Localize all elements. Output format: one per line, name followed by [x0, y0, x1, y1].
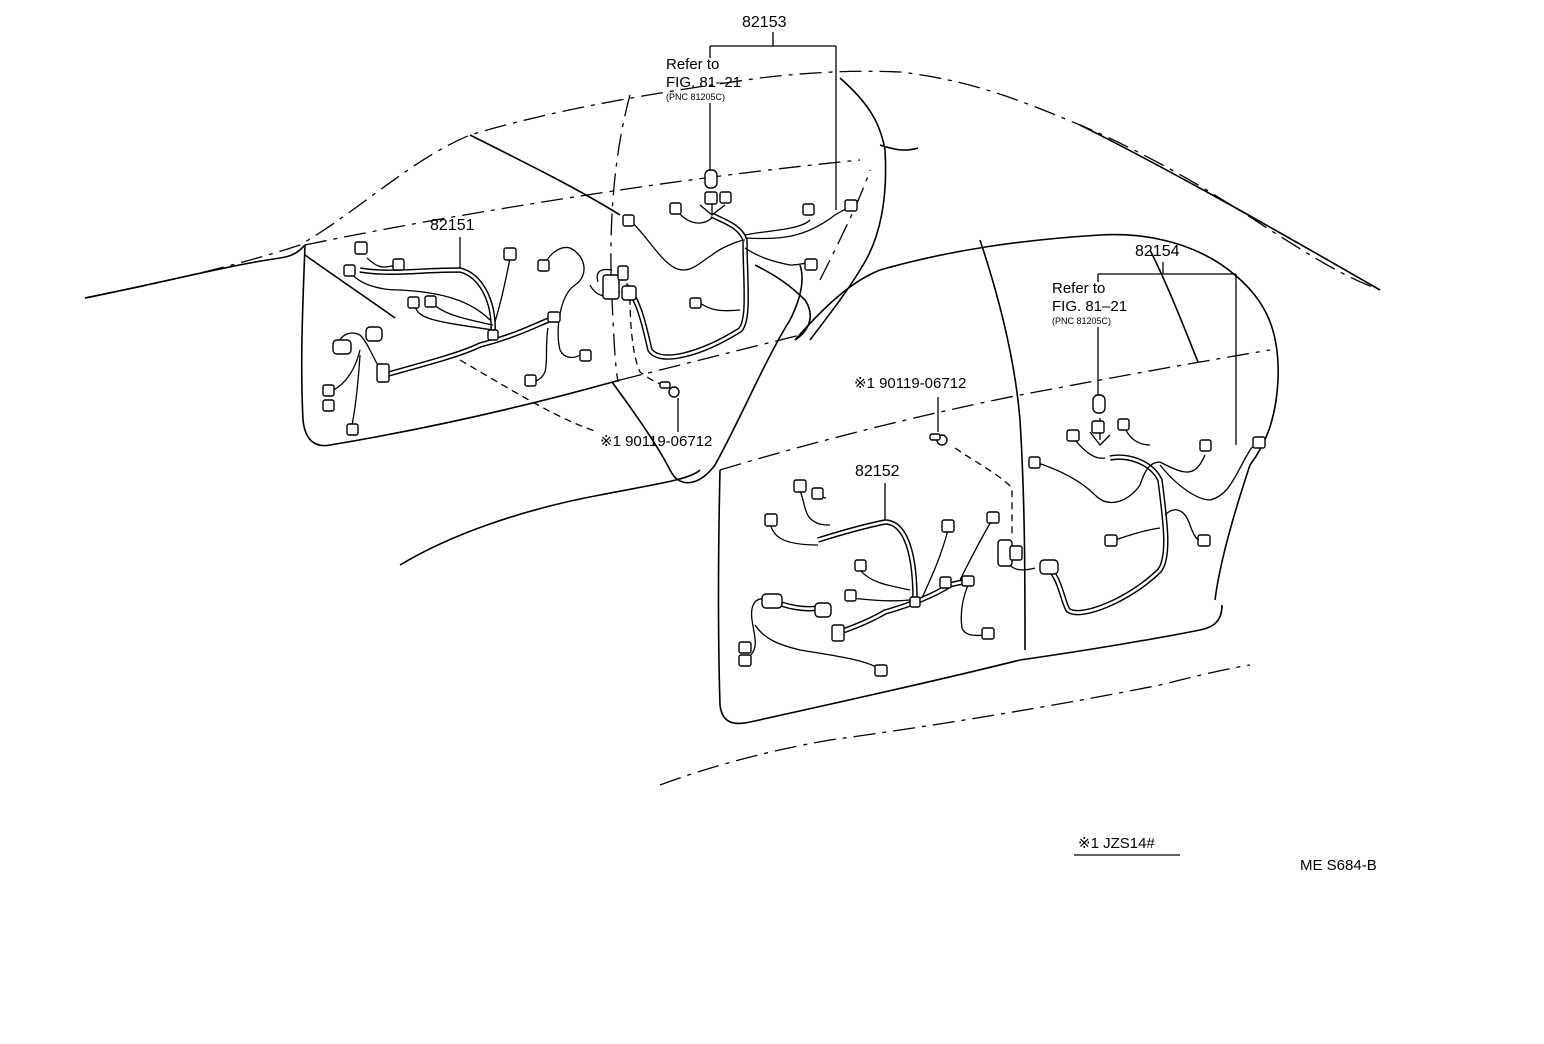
- refer-note-upper-line1: Refer to: [666, 56, 719, 73]
- connector: [804, 258, 818, 271]
- connector: [392, 258, 405, 271]
- connector: [503, 247, 517, 261]
- connector: [689, 297, 702, 309]
- connector: [1009, 545, 1023, 561]
- part-number-82151: 82151: [430, 217, 475, 234]
- connector: [322, 384, 335, 397]
- part-82153-callout: 82153 Refer to FIG. 81–21 (PNC 81205C): [666, 14, 837, 210]
- connector: [981, 627, 995, 640]
- connector: [346, 423, 359, 436]
- connector: [617, 265, 629, 281]
- connector: [764, 513, 778, 527]
- harness-82151: 82151: [322, 217, 592, 436]
- connector: [844, 589, 857, 602]
- connector: [1117, 418, 1130, 431]
- part-82154-callout: 82154 Refer to FIG. 81–21 (PNC 81205C): [1052, 243, 1237, 445]
- connector: [407, 296, 420, 309]
- connector: [854, 559, 867, 572]
- connector: [524, 374, 537, 387]
- connector: [547, 311, 561, 323]
- connector: [365, 326, 383, 342]
- connector: [844, 199, 858, 212]
- connector: [831, 624, 845, 642]
- rear-fastener-callout: ※1 90119-06712: [854, 375, 966, 392]
- connector: [1092, 394, 1106, 414]
- figure-code: ME S684-B: [1300, 857, 1377, 874]
- connector: [793, 479, 807, 493]
- harness-82152: 82152: [738, 397, 1013, 677]
- connector: [874, 664, 888, 677]
- front-fastener-callout: ※1 90119-06712: [459, 359, 712, 450]
- connector: [1104, 534, 1118, 547]
- connector: [738, 654, 752, 667]
- connector: [909, 596, 921, 608]
- front-door-outline: [84, 70, 1381, 566]
- screw-icon: [668, 386, 680, 398]
- connector: [986, 511, 1000, 524]
- harness-82153: [589, 169, 858, 432]
- harness-82154: [997, 394, 1266, 616]
- refer-note-lower-line3: (PNC 81205C): [1052, 316, 1111, 326]
- connector: [602, 274, 620, 300]
- connector: [1091, 420, 1105, 434]
- rear-screw-part-number: ※1 90119-06712: [854, 375, 966, 392]
- front-screw-part-number: ※1 90119-06712: [600, 433, 712, 450]
- connector: [354, 241, 368, 255]
- connector: [814, 602, 832, 618]
- connector: [811, 487, 824, 500]
- refer-note-upper-line3: (PNC 81205C): [666, 92, 725, 102]
- connector: [1039, 559, 1059, 575]
- connector: [669, 202, 682, 215]
- connector: [1199, 439, 1212, 452]
- connector: [621, 285, 637, 301]
- screw-icon: [929, 433, 941, 441]
- connector: [961, 575, 975, 587]
- connector: [343, 264, 356, 277]
- screw-icon: [659, 381, 671, 389]
- connector: [1197, 534, 1211, 547]
- refer-note-upper-line2: FIG. 81–21: [666, 74, 741, 91]
- connector: [487, 329, 499, 341]
- connector: [376, 363, 390, 383]
- part-number-82153: 82153: [742, 14, 787, 31]
- part-number-82154: 82154: [1135, 243, 1180, 260]
- connector: [704, 191, 718, 205]
- connector: [761, 593, 783, 609]
- rear-door-outline: [659, 233, 1279, 786]
- connector: [579, 349, 592, 362]
- connector: [322, 399, 335, 412]
- connector: [941, 519, 955, 533]
- connector: [939, 576, 952, 589]
- connector: [738, 641, 752, 654]
- connector: [802, 203, 815, 216]
- connector: [332, 339, 352, 355]
- connector: [622, 214, 635, 227]
- applicability-footnote: ※1 JZS14#: [1078, 835, 1155, 852]
- footnote-block: ※1 JZS14#: [1074, 835, 1180, 856]
- part-number-82152: 82152: [855, 463, 900, 480]
- connector: [704, 169, 718, 189]
- refer-note-lower-line1: Refer to: [1052, 280, 1105, 297]
- connector: [1252, 436, 1266, 449]
- connector: [1028, 456, 1041, 469]
- connector: [537, 259, 550, 272]
- refer-note-lower-line2: FIG. 81–21: [1052, 298, 1127, 315]
- connector: [1066, 429, 1080, 442]
- connector: [424, 295, 437, 308]
- connector: [719, 191, 732, 204]
